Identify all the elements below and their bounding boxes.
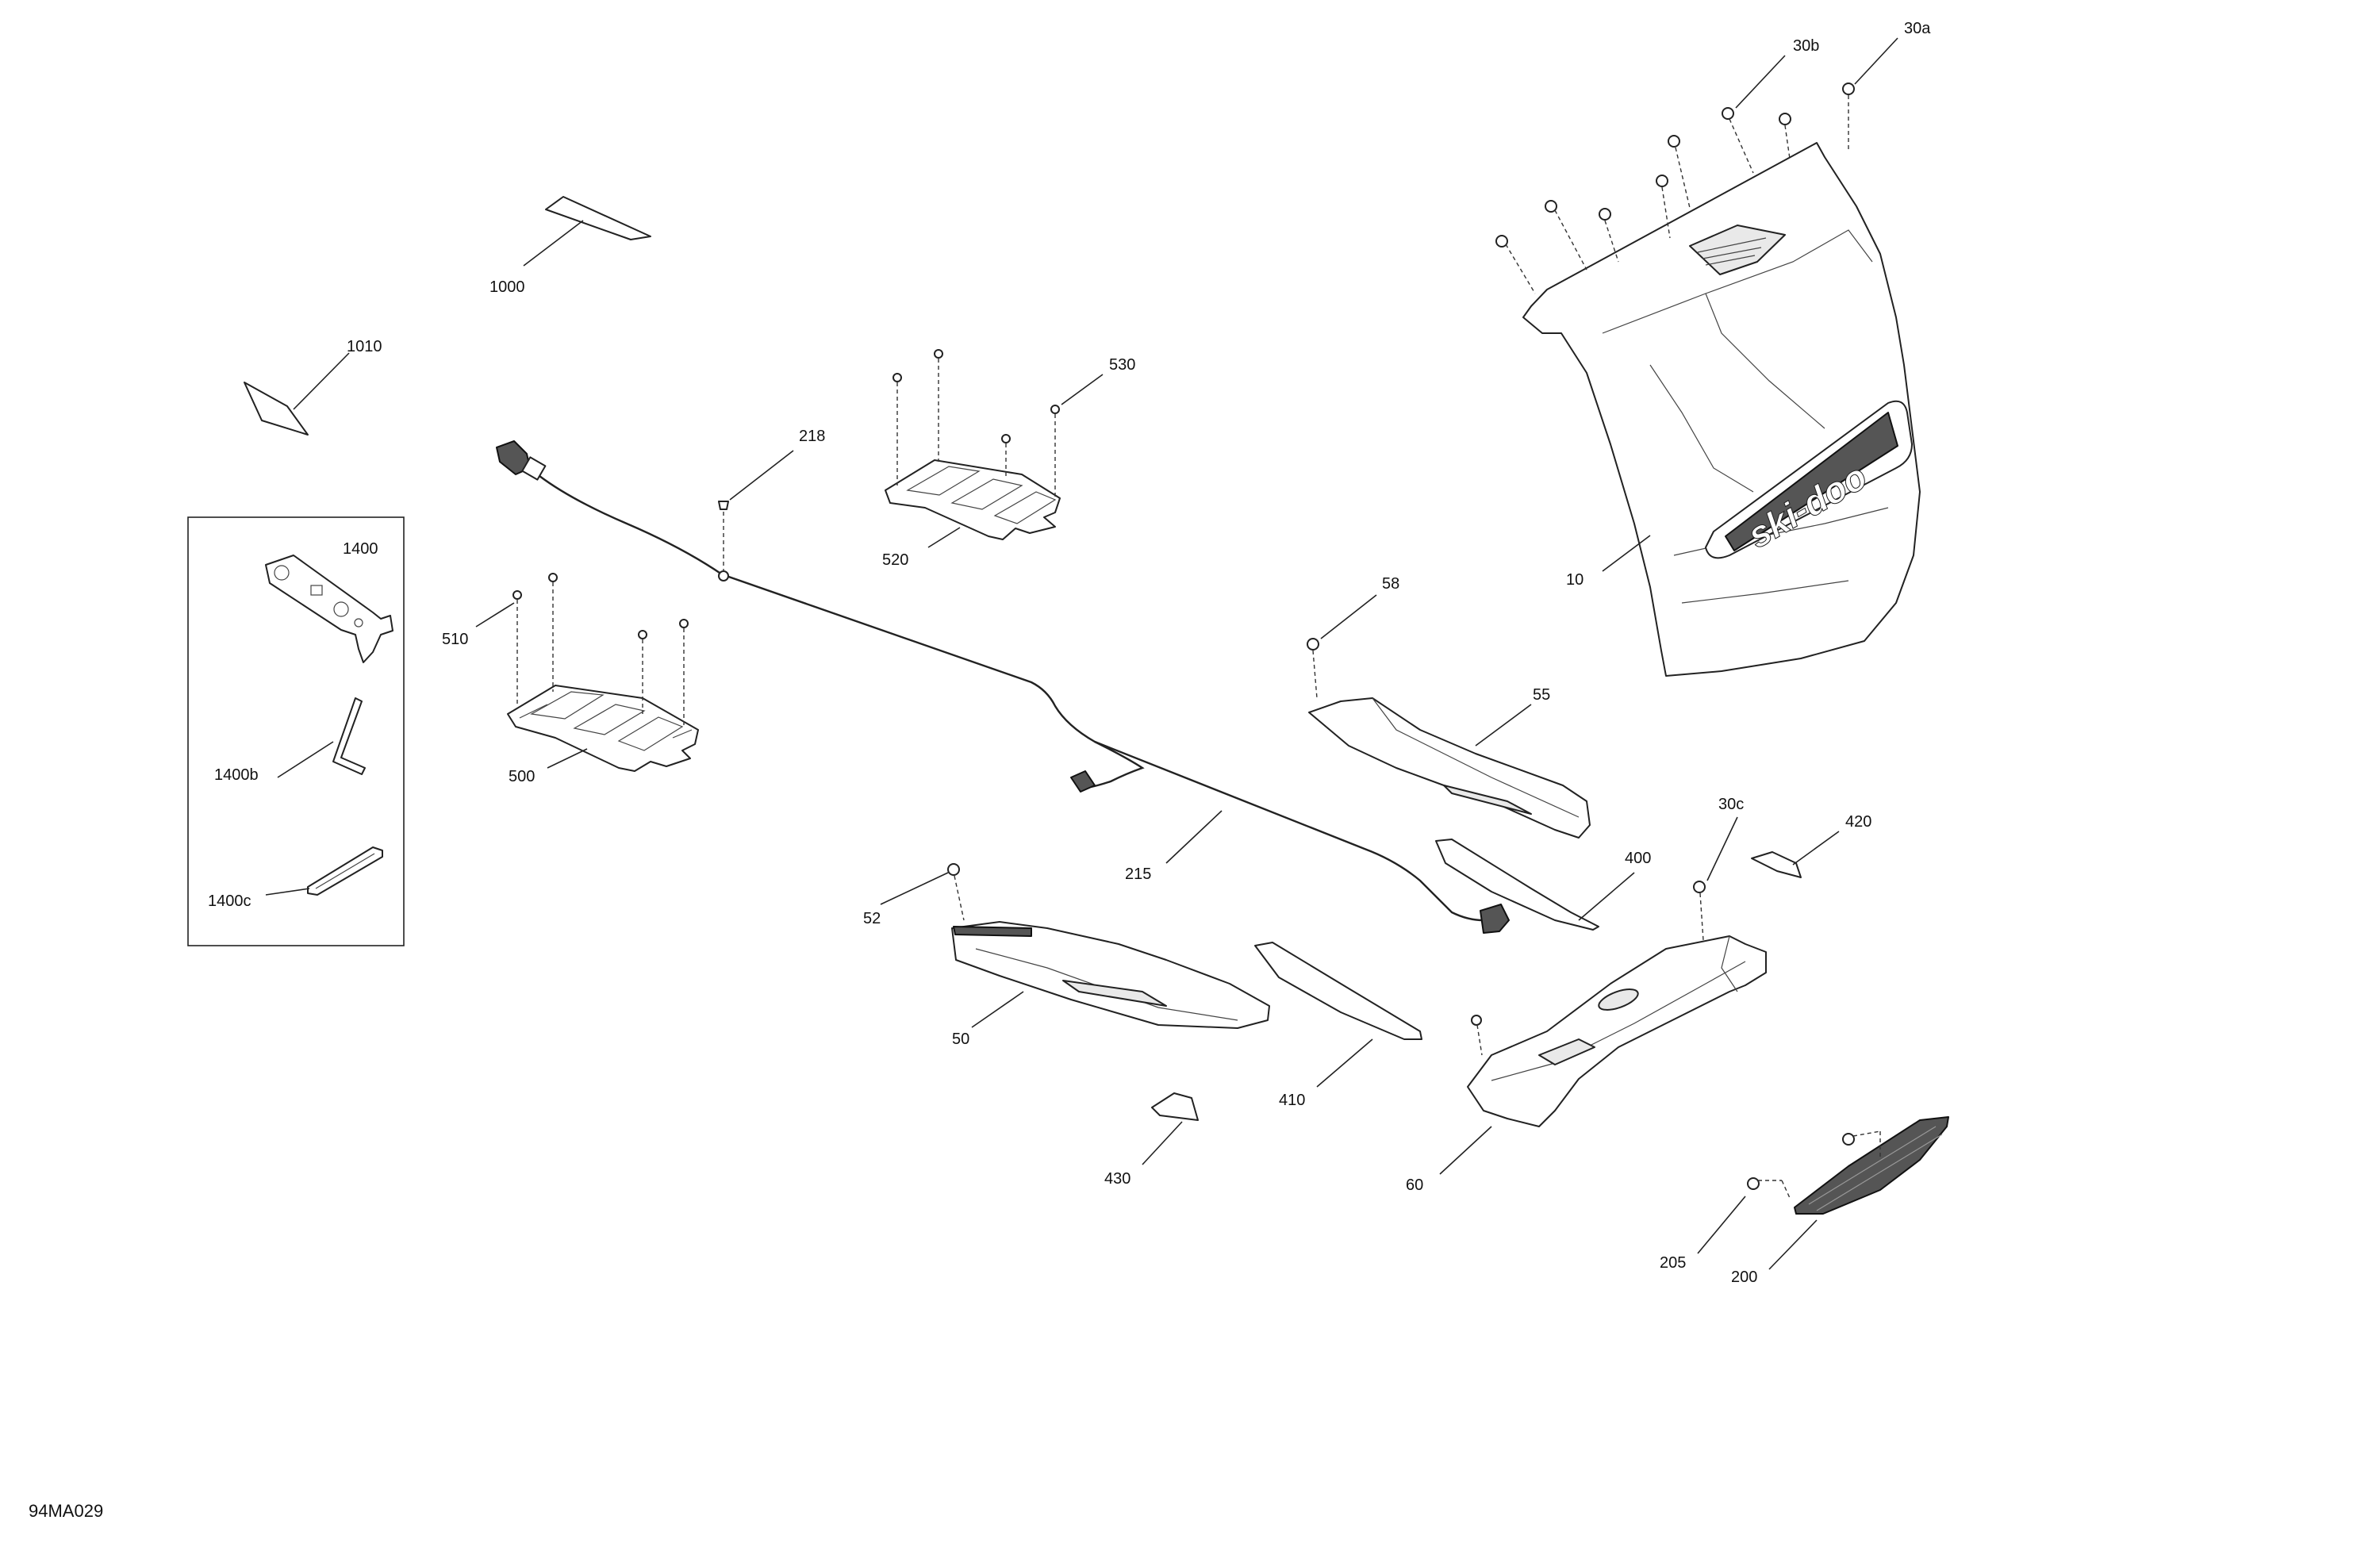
callout-1400: 1400 xyxy=(343,540,378,558)
wrench-1400 xyxy=(265,555,393,663)
callout-50: 50 xyxy=(952,1031,969,1048)
screw-30c xyxy=(1471,881,1706,1056)
screw-52 xyxy=(947,863,965,921)
wire-harness-215: 215 xyxy=(496,440,1510,934)
clip-218: 218 xyxy=(718,428,825,582)
lower-panel-60 xyxy=(1467,935,1767,1127)
callout-10: 10 xyxy=(1566,571,1583,589)
callout-1400b: 1400b xyxy=(214,766,259,784)
decal-1000: 1000 xyxy=(489,196,651,296)
reflector-200 xyxy=(1794,1116,1949,1215)
callout-400: 400 xyxy=(1625,850,1651,867)
callout-430: 430 xyxy=(1104,1170,1130,1188)
strip-410 xyxy=(1254,942,1422,1040)
plate-520 xyxy=(885,459,1061,540)
callout-420: 420 xyxy=(1845,813,1871,831)
callout-205: 205 xyxy=(1660,1254,1686,1272)
strip-400 xyxy=(1435,839,1599,931)
callout-410: 410 xyxy=(1279,1092,1305,1109)
callout-500: 500 xyxy=(509,768,535,785)
callout-530: 530 xyxy=(1109,356,1135,374)
hex-key-1400b xyxy=(332,697,366,775)
callout-510: 510 xyxy=(442,631,468,648)
screws-30 xyxy=(1495,83,1855,294)
plate-500 xyxy=(507,685,699,772)
decal-430 xyxy=(1151,1092,1199,1121)
decal-420 xyxy=(1751,851,1802,878)
callout-55: 55 xyxy=(1533,686,1550,704)
screws-530 xyxy=(892,349,1060,500)
side-panel-55 xyxy=(1308,697,1591,839)
screw-58 xyxy=(1307,638,1319,699)
callout-215: 215 xyxy=(1125,866,1151,883)
front-panel-10: ski-doo xyxy=(1522,142,1921,677)
callout-200: 200 xyxy=(1731,1269,1757,1286)
callout-58: 58 xyxy=(1382,575,1399,593)
screws-205 xyxy=(1747,1130,1881,1199)
strap-1400c xyxy=(307,846,383,896)
callout-30a: 30a xyxy=(1904,20,1931,37)
decal-1010: 1010 xyxy=(244,338,382,436)
drawing-code: 94MA029 xyxy=(29,1501,103,1521)
callout-1010: 1010 xyxy=(347,338,382,355)
callout-60: 60 xyxy=(1406,1176,1423,1194)
callout-218: 218 xyxy=(799,428,825,445)
callout-520: 520 xyxy=(882,551,908,569)
callout-30b: 30b xyxy=(1793,37,1819,55)
side-panel-50 xyxy=(951,921,1270,1029)
callout-1000: 1000 xyxy=(489,278,525,296)
screws-510 xyxy=(512,573,689,726)
callout-52: 52 xyxy=(863,910,881,927)
callout-30c: 30c xyxy=(1718,796,1744,813)
callout-1400c: 1400c xyxy=(208,892,251,910)
tool-kit-box: 1400 1400b 1400c xyxy=(187,516,405,946)
